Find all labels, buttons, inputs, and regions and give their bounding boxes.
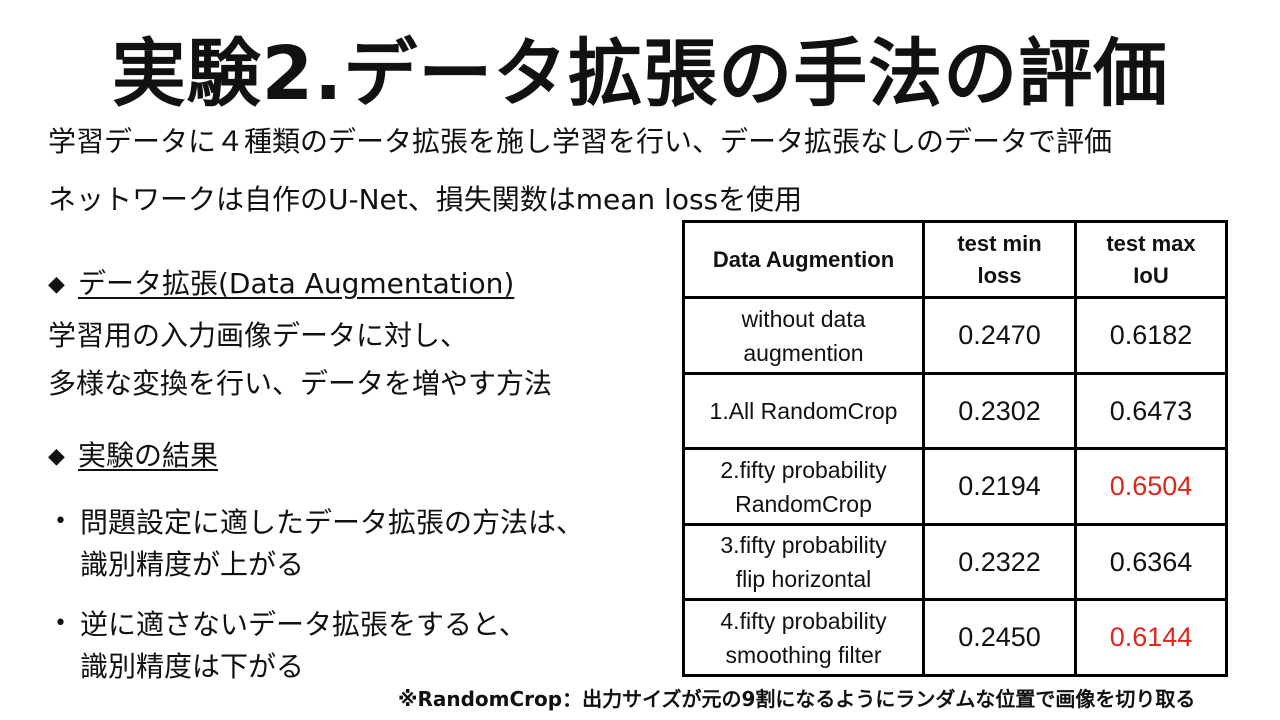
label-line: 1.All RandomCrop [709, 398, 898, 424]
max-iou-value: 0.6473 [1074, 372, 1228, 450]
label-line: 4.fifty probability [720, 607, 887, 634]
max-iou-value-highlighted: 0.6144 [1074, 598, 1228, 677]
header-min-loss: test min loss [922, 220, 1077, 299]
row-label: 3.fifty probability flip horizontal [682, 523, 925, 601]
intro-line-2: ネットワークは自作のU-Net、損失関数はmean lossを使用 [48, 183, 803, 216]
label-line: augmention [743, 339, 864, 366]
label-line: 2.fifty probability [720, 456, 887, 483]
min-loss-value: 0.2322 [922, 523, 1077, 601]
section-heading-augmentation: ◆ データ拡張(Data Augmentation) [48, 264, 514, 305]
label-line: flip horizontal [735, 566, 872, 592]
label-line: without data [741, 305, 866, 332]
description-line: 多様な変換を行い、データを増やす方法 [48, 367, 553, 400]
bullet-item: • 逆に適さないデータ拡張をすると、 識別精度は下がる [48, 604, 584, 688]
slide-title: 実験2.データ拡張の手法の評価 [111, 31, 1169, 117]
augmentation-description: 学習用の入力画像データに対し、 多様な変換を行い、データを増やす方法 [48, 312, 552, 408]
label-line: 3.fifty probability [720, 532, 887, 558]
max-iou-value-highlighted: 0.6504 [1074, 447, 1228, 526]
header-line: test max [1106, 230, 1196, 256]
table-row: 1.All RandomCrop 0.2302 0.6473 [682, 372, 1228, 450]
header-augmention: Data Augmention [682, 220, 925, 299]
min-loss-value: 0.2450 [922, 598, 1077, 677]
header-line: Data Augmention [712, 246, 895, 272]
label-line: RandomCrop [735, 490, 872, 517]
bullet-line: 識別精度は下がる [80, 650, 305, 683]
min-loss-value: 0.2470 [922, 296, 1077, 375]
header-line: loss [977, 262, 1022, 288]
table-row: 4.fifty probability smoothing filter 0.24… [682, 598, 1228, 677]
bullet-line: 逆に適さないデータ拡張をすると、 [80, 608, 527, 641]
header-line: IoU [1133, 262, 1169, 288]
bullet-dot-icon: • [54, 611, 67, 636]
min-loss-value: 0.2194 [922, 447, 1077, 526]
diamond-bullet-icon: ◆ [48, 444, 65, 469]
diamond-bullet-icon: ◆ [48, 272, 65, 297]
label-line: smoothing filter [725, 641, 882, 668]
results-bullet-list: • 問題設定に適したデータ拡張の方法は、 識別精度が上がる • 逆に適さないデー… [48, 502, 584, 706]
bullet-dot-icon: • [54, 509, 67, 534]
row-label: without data augmention [682, 296, 925, 375]
max-iou-value: 0.6182 [1074, 296, 1228, 375]
randomcrop-footnote: ※RandomCrop：出力サイズが元の9割になるようにランダムな位置で画像を切… [398, 687, 1196, 711]
header-line: test min [957, 230, 1042, 256]
bullet-line: 識別精度が上がる [80, 548, 305, 581]
max-iou-value: 0.6364 [1074, 523, 1228, 601]
intro-line-1: 学習データに４種類のデータ拡張を施し学習を行い、データ拡張なしのデータで評価 [48, 125, 1113, 158]
row-label: 1.All RandomCrop [682, 372, 925, 450]
bullet-line: 問題設定に適したデータ拡張の方法は、 [80, 506, 585, 539]
section-heading-text: 実験の結果 [78, 439, 219, 472]
row-label: 4.fifty probability smoothing filter [682, 598, 925, 677]
section-heading-results: ◆ 実験の結果 [48, 436, 218, 477]
table-row: without data augmention 0.2470 0.6182 [682, 296, 1228, 375]
section-heading-text: データ拡張(Data Augmentation) [78, 267, 515, 300]
table-row: 3.fifty probability flip horizontal 0.232… [682, 523, 1228, 601]
bullet-item: • 問題設定に適したデータ拡張の方法は、 識別精度が上がる [48, 502, 584, 586]
description-line: 学習用の入力画像データに対し、 [48, 319, 469, 352]
min-loss-value: 0.2302 [922, 372, 1077, 450]
